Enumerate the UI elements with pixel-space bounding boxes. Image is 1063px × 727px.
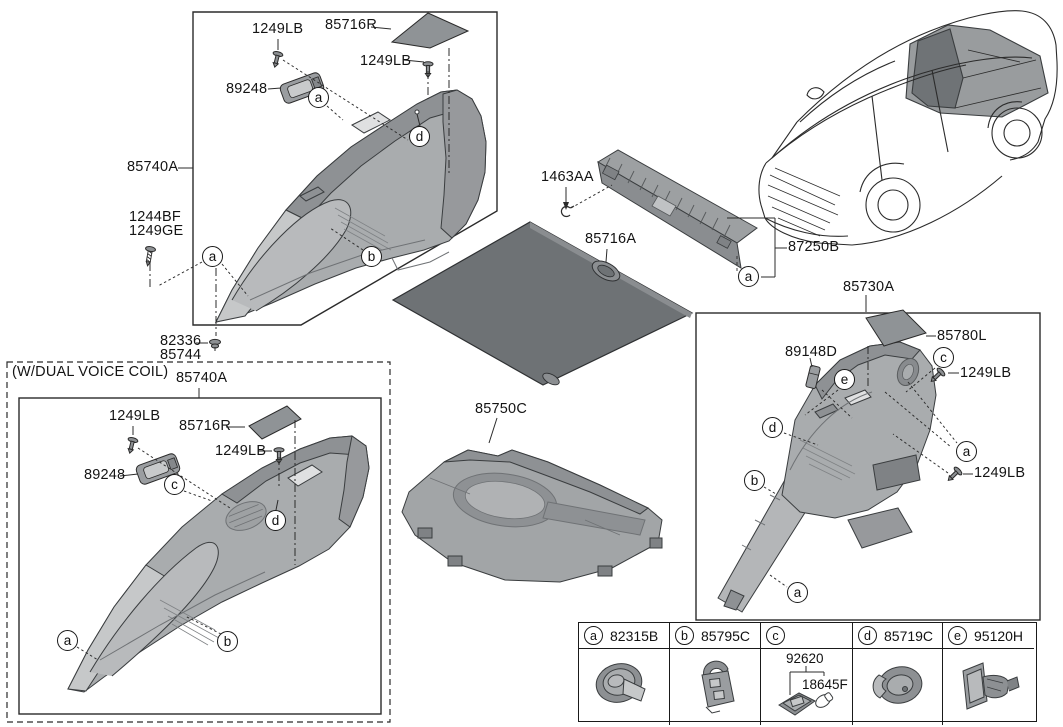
- legend-header-d: d 85719C: [853, 623, 942, 649]
- part-label-85730a: 85730A: [843, 279, 895, 295]
- callout-a: a: [738, 266, 759, 287]
- vehicle-overview-drawing: [758, 10, 1058, 246]
- cargo-mat-85716a-drawing: [391, 221, 694, 386]
- grommet-plug-icon: [595, 663, 646, 703]
- quarter-trim-main-drawing: [215, 89, 487, 323]
- luggage-tray-85750c-drawing: [401, 449, 663, 583]
- legend-icon-cell: 92620 18645F: [761, 649, 852, 725]
- part-label-line: 82336: [160, 333, 202, 349]
- callout-b: b: [361, 246, 382, 267]
- part-label-85716r: 85716R: [179, 418, 231, 434]
- part-label-1249lb: 1249LB: [252, 21, 304, 37]
- legend-icon-cell: [943, 649, 1034, 725]
- legend-icon-cell: [579, 649, 669, 725]
- part-label-89248: 89248: [84, 467, 126, 483]
- callout-d: d: [762, 417, 783, 438]
- callout-a: a: [57, 630, 78, 651]
- part-label-1249lb: 1249LB: [960, 365, 1012, 381]
- callout-c: c: [933, 347, 954, 368]
- part-label-85780l: 85780L: [937, 328, 987, 344]
- part-label-89148d: 89148D: [785, 344, 837, 360]
- quarter-trim-dual-drawing: [67, 435, 370, 693]
- legend-icon-cell: [670, 649, 760, 725]
- callout-b: b: [744, 470, 765, 491]
- legend-header-e: e 95120H: [943, 623, 1034, 649]
- legend-table: a 82315B b 85795C: [578, 622, 1037, 725]
- part-label-89248: 89248: [226, 81, 268, 97]
- luggage-lamp-icon: [778, 666, 834, 716]
- legend-col-e: e 95120H: [943, 623, 1034, 725]
- part-label-82336-85744: 82336 85744: [160, 333, 202, 363]
- bracket-89248-main: [279, 72, 325, 104]
- legend-col-a: a 82315B: [579, 623, 670, 725]
- callout-d: d: [858, 626, 877, 645]
- callout-b: b: [675, 626, 694, 645]
- callout-a: a: [956, 441, 977, 462]
- legend-col-b: b 85795C: [670, 623, 761, 725]
- legend-header-c: c: [761, 623, 852, 649]
- cover-85716r-dual: [248, 405, 302, 440]
- part-label-1249lb: 1249LB: [109, 408, 161, 424]
- screw-1244bf: [145, 246, 156, 267]
- callout-c: c: [766, 626, 785, 645]
- part-label-87250b: 87250B: [788, 239, 840, 255]
- hook-bracket-icon: [701, 660, 735, 714]
- section-title-dual-voice-coil: (W/DUAL VOICE COIL): [12, 364, 169, 380]
- part-label-1244bf-1249ge: 1244BF 1249GE: [129, 209, 184, 239]
- sill-trim-87250b-drawing: [597, 149, 787, 278]
- part-label-line: 1249GE: [129, 223, 184, 239]
- part-label-line: 1244BF: [129, 209, 181, 225]
- small-parts: [127, 12, 963, 485]
- callout-d: d: [265, 510, 286, 531]
- callout-d: d: [409, 126, 430, 147]
- legend-col-d: d 85719C: [853, 623, 943, 725]
- cover-85716r-main: [390, 12, 470, 49]
- part-label-1249lb: 1249LB: [215, 443, 267, 459]
- part-label-92620: 92620: [786, 651, 824, 666]
- part-label-85750c: 85750C: [475, 401, 527, 417]
- dual-voice-coil-frame: [6, 361, 391, 723]
- part-label-1463aa: 1463AA: [541, 169, 594, 185]
- legend-header-a: a 82315B: [579, 623, 669, 649]
- luggage-hook-icon: [872, 666, 923, 704]
- main-view-frame: [192, 11, 498, 326]
- part-label-85740a: 85740A: [176, 370, 228, 386]
- cover-85780l: [865, 309, 927, 347]
- part-label-1249lb: 1249LB: [974, 465, 1026, 481]
- bracket-89148d: [805, 365, 821, 389]
- part-label-85716r: 85716R: [325, 17, 377, 33]
- part-label-18645f: 18645F: [802, 677, 848, 692]
- callout-a: a: [202, 246, 223, 267]
- part-label-line: 85744: [160, 347, 202, 363]
- leader-lines: [76, 26, 973, 661]
- legend-icon-cell: [853, 649, 942, 725]
- part-label-85740a: 85740A: [127, 159, 179, 175]
- part-label-85716a: 85716A: [585, 231, 637, 247]
- legend-header-b: b 85795C: [670, 623, 760, 649]
- legend-part-number: 95120H: [974, 627, 1024, 644]
- callout-a: a: [584, 626, 603, 645]
- part-label-1249lb: 1249LB: [360, 53, 412, 69]
- callout-e: e: [948, 626, 967, 645]
- quarter-trim-right-drawing: [717, 341, 937, 613]
- right-view-frame: [695, 312, 1041, 621]
- callout-e: e: [834, 369, 855, 390]
- legend-part-number: 85795C: [701, 627, 751, 644]
- power-outlet-icon: [962, 662, 1020, 710]
- legend-part-number: 85719C: [884, 627, 934, 644]
- callout-b: b: [217, 631, 238, 652]
- callout-a: a: [787, 582, 808, 603]
- legend-col-c: c 92620 18645F: [761, 623, 853, 725]
- legend-part-number: 82315B: [610, 627, 659, 644]
- bracket-89248-dual: [135, 453, 181, 485]
- callout-a: a: [308, 87, 329, 108]
- pin-1249lb: [127, 51, 963, 482]
- callout-c: c: [164, 474, 185, 495]
- clip-82336: [209, 338, 221, 351]
